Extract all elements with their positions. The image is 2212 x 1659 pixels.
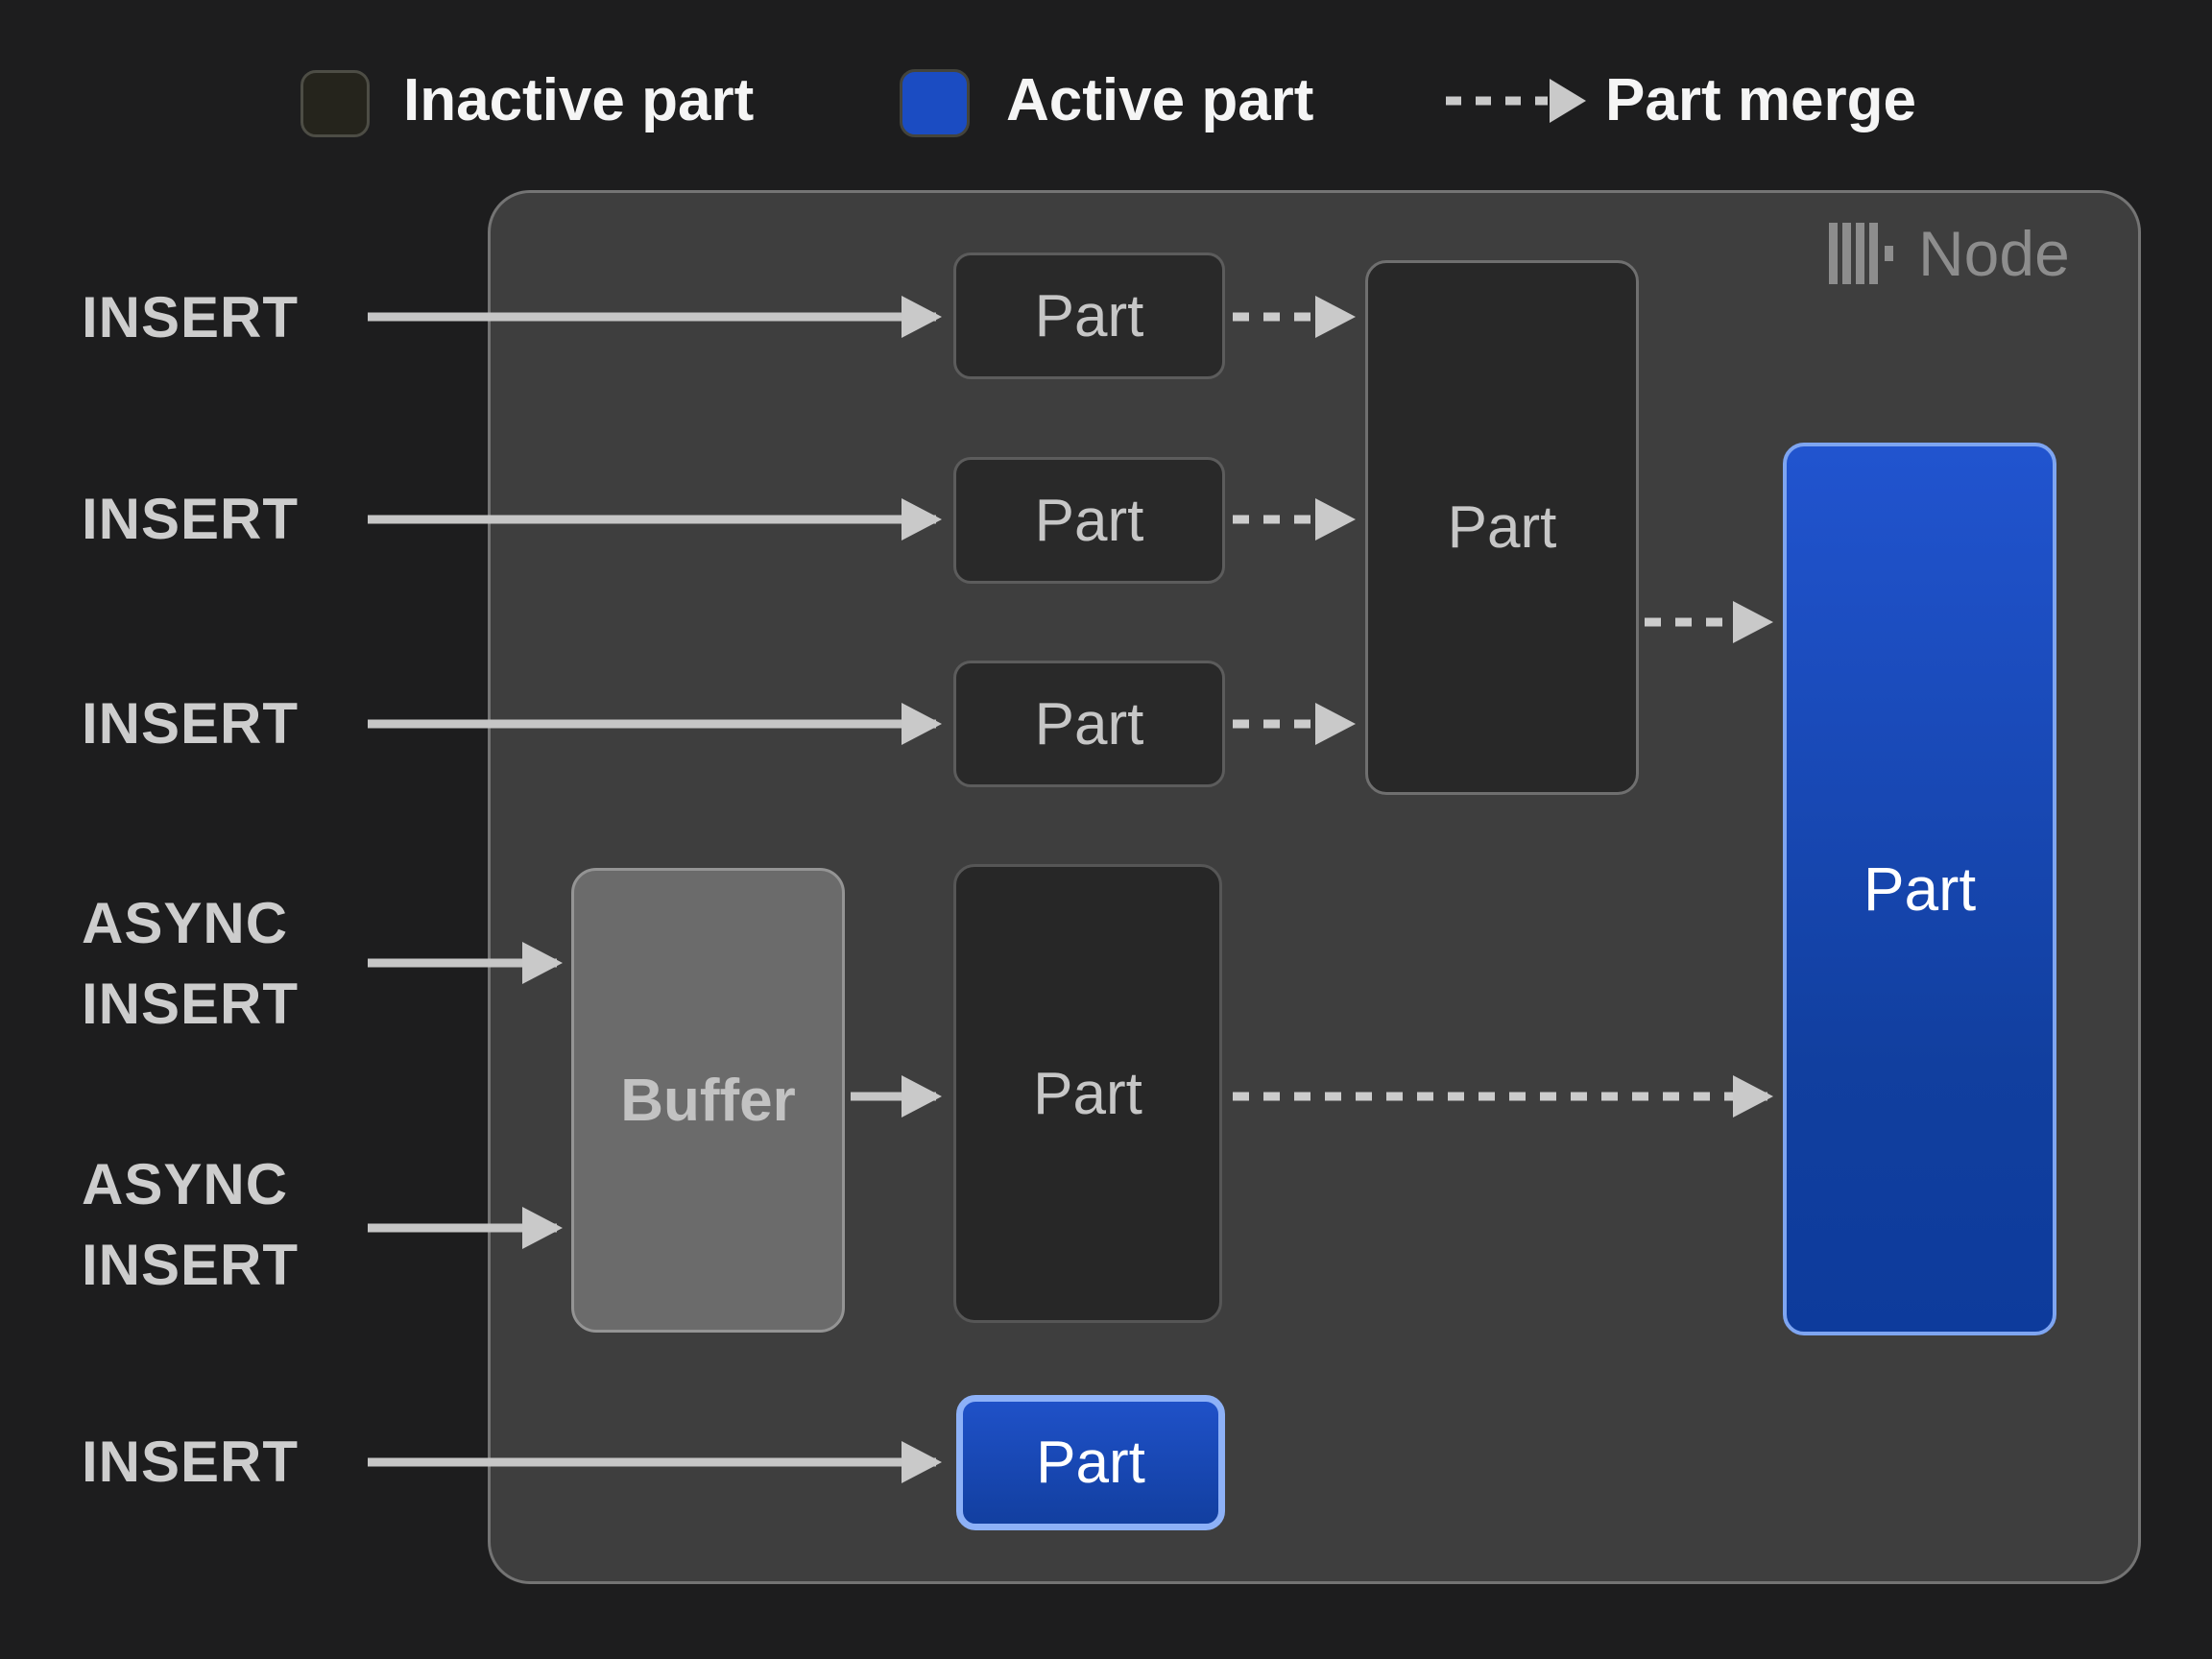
part-box-label: Part xyxy=(1036,1430,1145,1496)
insert-label-4: INSERT xyxy=(82,1430,300,1494)
part-box-label: Part xyxy=(1863,854,1977,924)
part-box-top-3: Part xyxy=(953,661,1225,787)
part-box-label: Part xyxy=(1447,494,1557,561)
buffer-box-label: Buffer xyxy=(620,1067,796,1134)
legend-inactive-label: Inactive part xyxy=(403,67,755,133)
async-insert-label-2: ASYNC INSERT xyxy=(82,1152,300,1297)
buffer-box: Buffer xyxy=(571,868,845,1333)
legend-merge-label: Part merge xyxy=(1605,67,1916,133)
node-title: Node xyxy=(1918,218,2070,289)
part-box-top-2: Part xyxy=(953,457,1225,584)
insert-label-1: INSERT xyxy=(82,285,300,349)
part-box-label: Part xyxy=(1034,690,1144,757)
part-box-merge-target: Part xyxy=(1365,260,1639,795)
async-insert-label-1: ASYNC INSERT xyxy=(82,891,300,1036)
part-box-top-1: Part xyxy=(953,252,1225,379)
legend-active-label: Active part xyxy=(1006,67,1314,133)
insert-label-2: INSERT xyxy=(82,487,300,551)
part-box-label: Part xyxy=(1034,282,1144,349)
clickhouse-logo-icon xyxy=(1829,223,1893,284)
active-part-swatch-icon xyxy=(900,69,970,137)
part-box-label: Part xyxy=(1033,1060,1142,1127)
inactive-part-swatch-icon xyxy=(301,70,370,137)
part-merge-arrow-icon xyxy=(1446,79,1586,123)
part-box-buffered: Part xyxy=(953,864,1222,1323)
part-box-label: Part xyxy=(1034,487,1144,554)
active-part-box-large: Part xyxy=(1783,443,2056,1335)
active-part-box-bottom: Part xyxy=(956,1395,1225,1530)
insert-label-3: INSERT xyxy=(82,691,300,756)
